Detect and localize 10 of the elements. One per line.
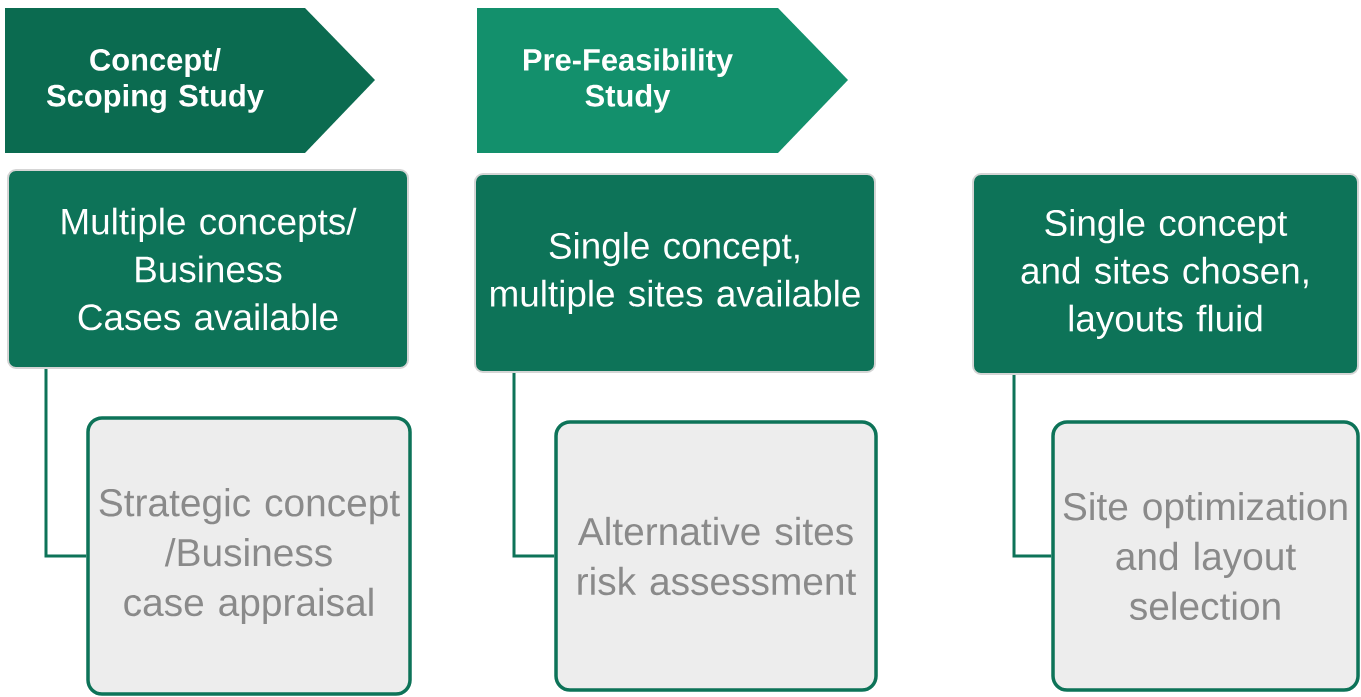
connector-line [1012, 375, 1052, 558]
activity-box: Site optimization and layout selection [1051, 420, 1360, 692]
connector-line [44, 369, 87, 558]
activity-box: Alternative sites risk assessment [554, 420, 878, 692]
condition-box: Single concept and sites chosen, layouts fluid [972, 173, 1359, 375]
activity-box: Strategic concept /Business case appraisal [86, 416, 412, 696]
connector-line [512, 373, 555, 558]
condition-box: Single concept, multiple sites available [474, 173, 876, 373]
condition-box: Multiple concepts/ Business Cases available [7, 169, 409, 369]
stage-chevron: Concept/ Scoping Study [5, 8, 375, 153]
